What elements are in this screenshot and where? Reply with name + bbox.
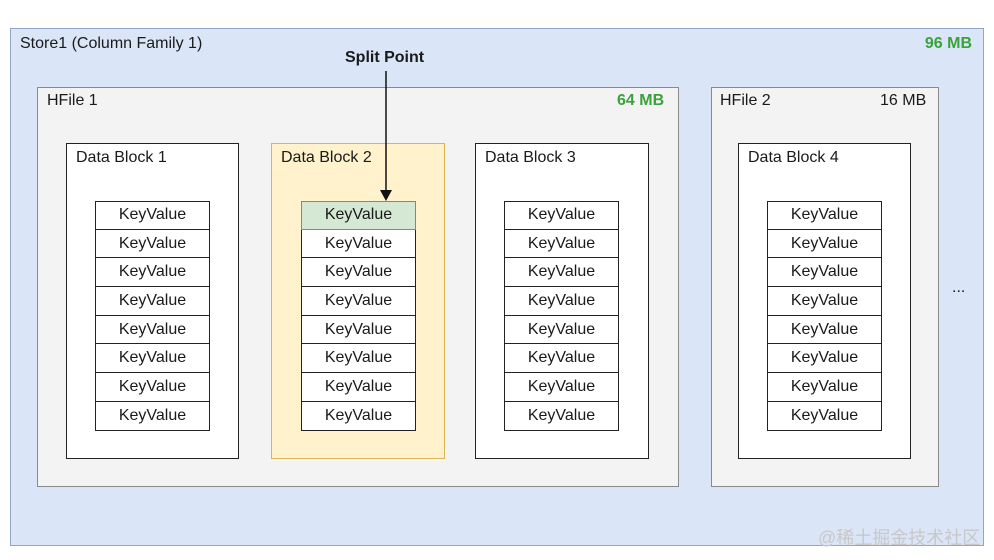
- keyvalue-list-2: KeyValue KeyValue KeyValue KeyValue KeyV…: [301, 201, 416, 431]
- keyvalue-cell: KeyValue: [95, 315, 210, 345]
- keyvalue-cell: KeyValue: [301, 373, 416, 402]
- keyvalue-cell: KeyValue: [504, 287, 619, 316]
- keyvalue-cell: KeyValue: [95, 229, 210, 259]
- more-hfiles-ellipsis: ...: [952, 279, 966, 296]
- keyvalue-cell: KeyValue: [504, 229, 619, 259]
- keyvalue-list-4: KeyValue KeyValue KeyValue KeyValue KeyV…: [767, 201, 882, 431]
- keyvalue-list-1: KeyValue KeyValue KeyValue KeyValue KeyV…: [95, 201, 210, 431]
- hfile-1-size: 64 MB: [617, 92, 665, 109]
- keyvalue-cell: KeyValue: [95, 287, 210, 316]
- keyvalue-cell: KeyValue: [767, 373, 882, 402]
- keyvalue-cell: KeyValue: [767, 258, 882, 288]
- keyvalue-cell: KeyValue: [301, 344, 416, 374]
- hfile-2-label: HFile 2: [720, 92, 771, 109]
- keyvalue-cell: KeyValue: [504, 258, 619, 288]
- keyvalue-cell: KeyValue: [504, 315, 619, 345]
- data-block-2-label: Data Block 2: [281, 149, 372, 166]
- keyvalue-list-3: KeyValue KeyValue KeyValue KeyValue KeyV…: [504, 201, 619, 431]
- keyvalue-cell: KeyValue: [301, 287, 416, 316]
- store-size: 96 MB: [924, 35, 972, 52]
- keyvalue-cell: KeyValue: [504, 201, 619, 230]
- hfile-1-label: HFile 1: [47, 92, 98, 109]
- keyvalue-cell: KeyValue: [301, 258, 416, 288]
- keyvalue-cell: KeyValue: [95, 201, 210, 230]
- keyvalue-cell: KeyValue: [504, 401, 619, 431]
- keyvalue-cell: KeyValue: [767, 201, 882, 230]
- watermark: @稀土掘金技术社区: [818, 528, 981, 548]
- keyvalue-cell: KeyValue: [95, 344, 210, 374]
- keyvalue-cell: KeyValue: [767, 229, 882, 259]
- keyvalue-cell: KeyValue: [504, 344, 619, 374]
- keyvalue-cell: KeyValue: [767, 315, 882, 345]
- data-block-4-label: Data Block 4: [748, 149, 839, 166]
- keyvalue-cell: KeyValue: [301, 401, 416, 431]
- data-block-1-label: Data Block 1: [76, 149, 167, 166]
- hfile-2-size: 16 MB: [880, 92, 927, 109]
- keyvalue-cell: KeyValue: [95, 373, 210, 402]
- keyvalue-cell: KeyValue: [767, 287, 882, 316]
- keyvalue-cell: KeyValue: [95, 401, 210, 431]
- split-keyvalue-cell: KeyValue: [301, 201, 416, 230]
- keyvalue-cell: KeyValue: [301, 315, 416, 345]
- keyvalue-cell: KeyValue: [301, 229, 416, 259]
- store-label: Store1 (Column Family 1): [20, 35, 203, 52]
- keyvalue-cell: KeyValue: [767, 344, 882, 374]
- keyvalue-cell: KeyValue: [767, 401, 882, 431]
- split-point-label: Split Point: [345, 49, 425, 66]
- data-block-3-label: Data Block 3: [485, 149, 576, 166]
- keyvalue-cell: KeyValue: [504, 373, 619, 402]
- keyvalue-cell: KeyValue: [95, 258, 210, 288]
